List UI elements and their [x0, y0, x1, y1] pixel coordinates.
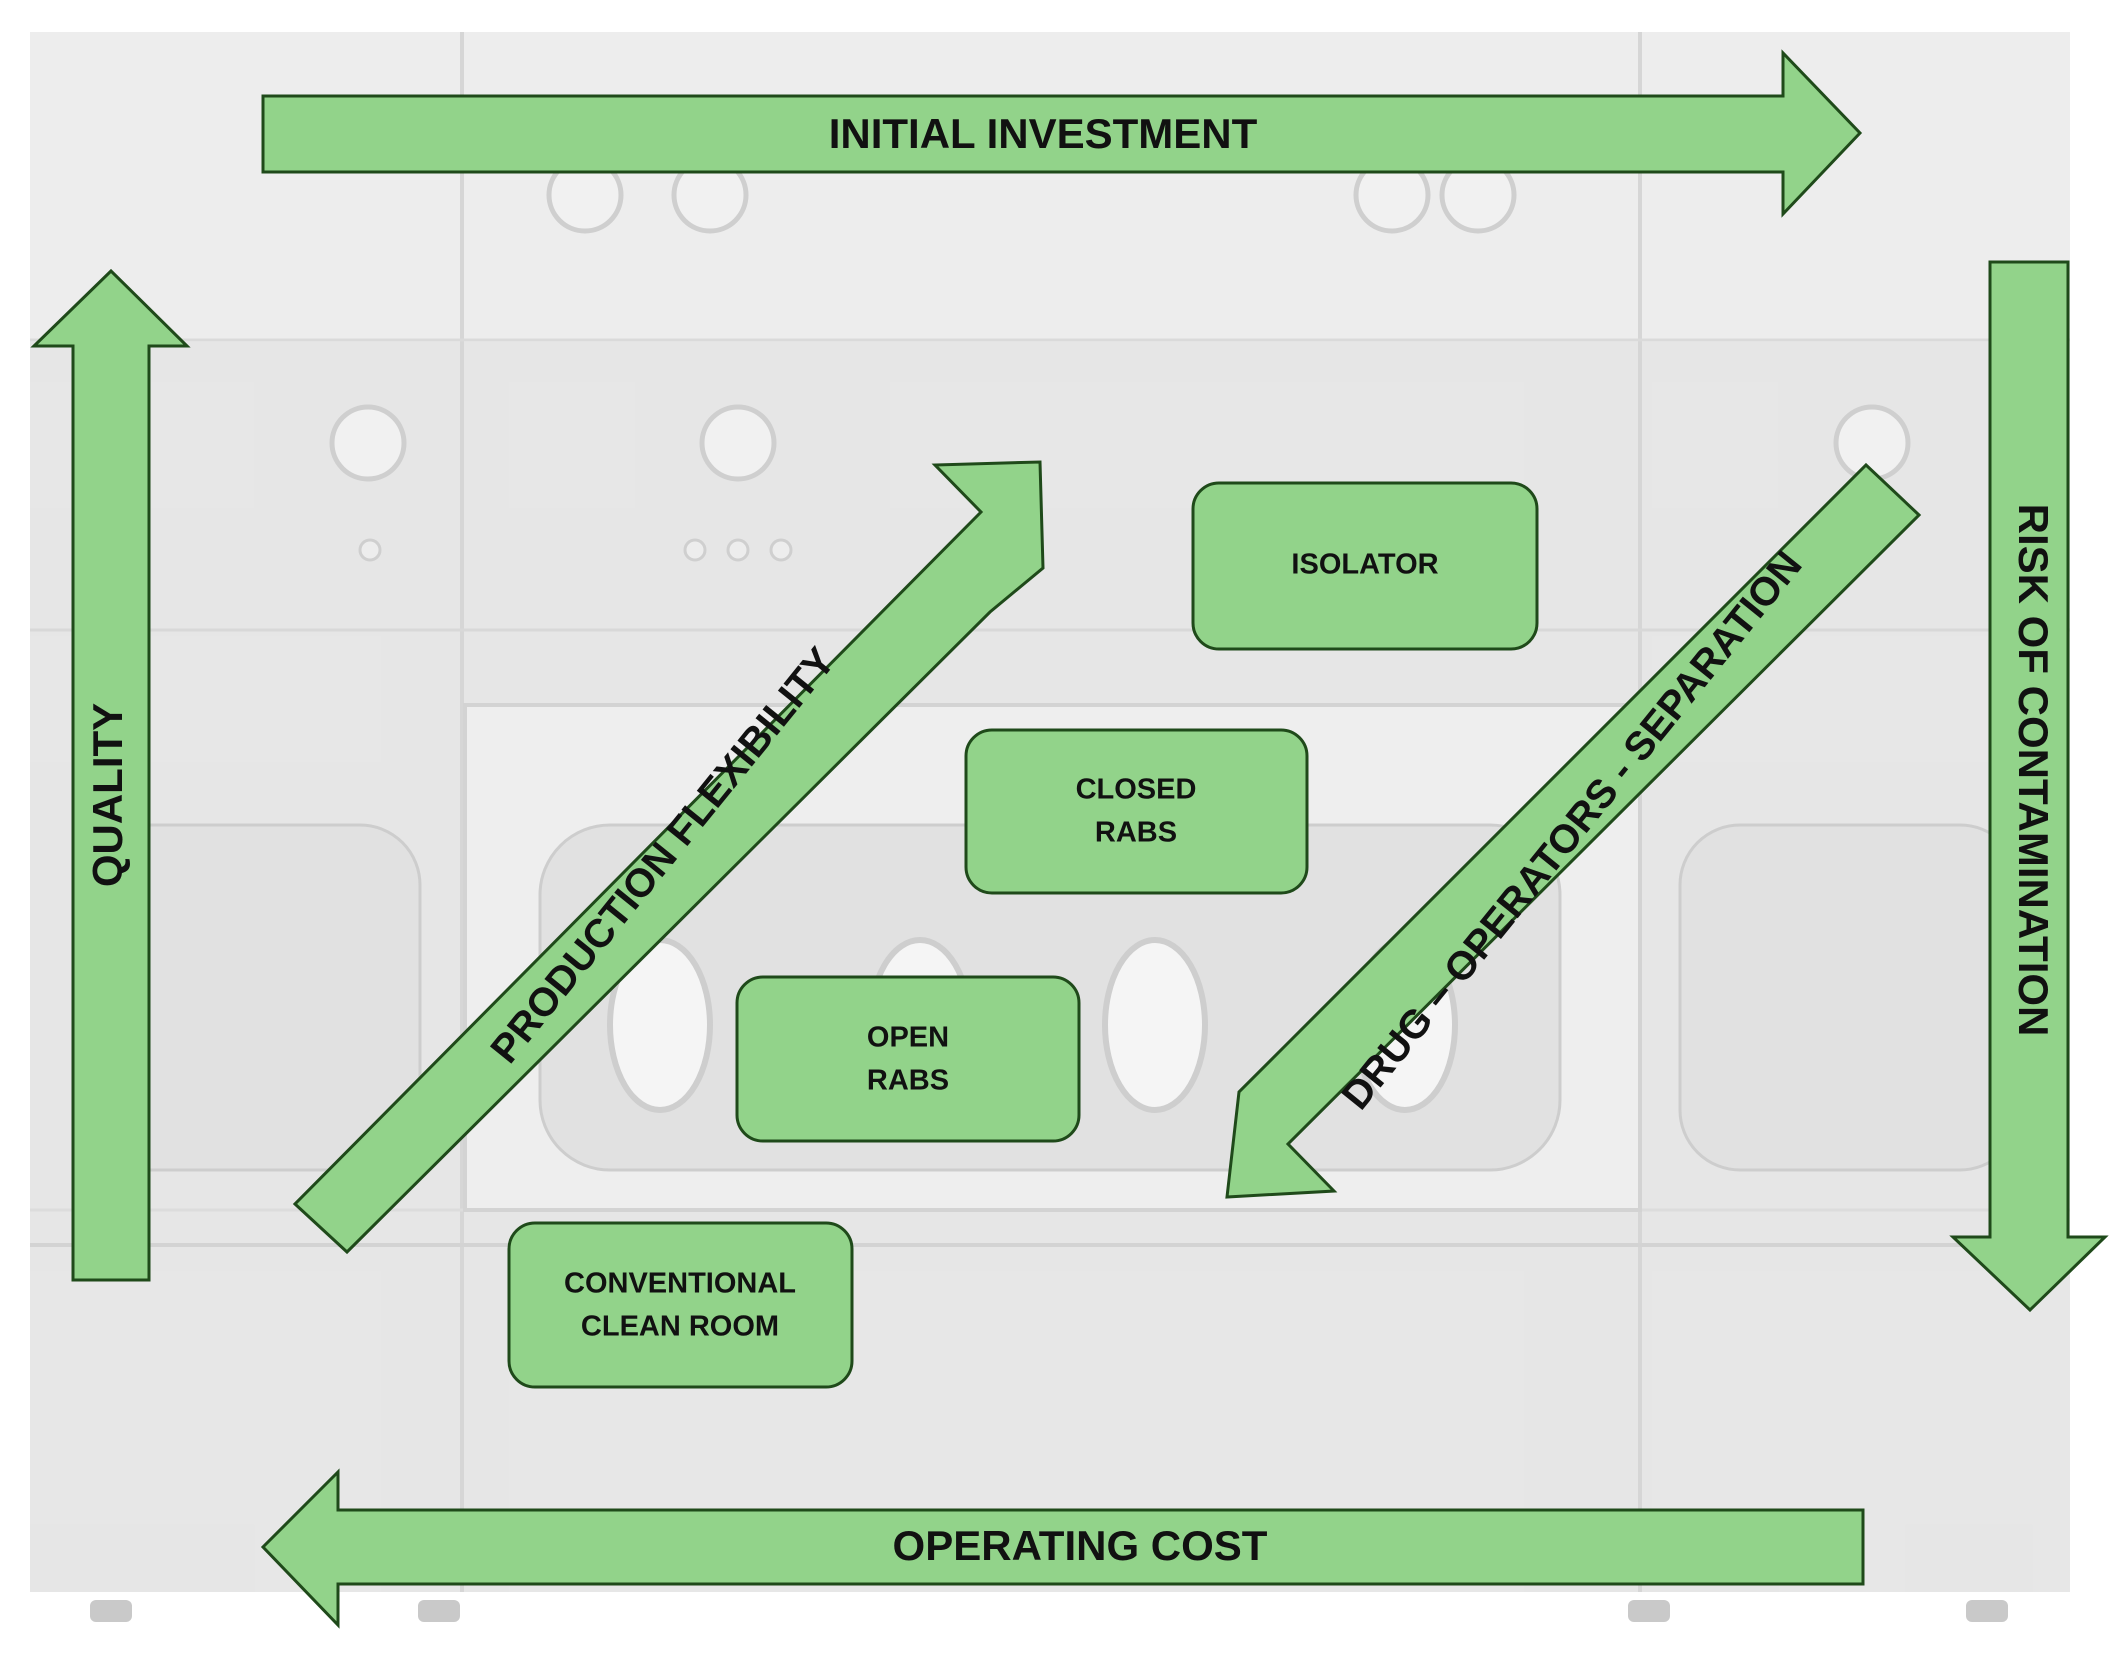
risk-of-contamination-label: RISK OF CONTAMINATION	[2010, 504, 2057, 1037]
isolator-box: ISOLATOR	[1191, 481, 1539, 651]
closed-rabs-label-line1: CLOSED	[1076, 774, 1197, 806]
risk-of-contamination-arrow	[1949, 260, 2109, 1313]
closed-rabs-label-line2: RABS	[1095, 817, 1177, 849]
isolator-label: ISOLATOR	[1291, 549, 1438, 581]
arrows-layer	[30, 49, 2109, 1629]
open-rabs-label-line2: RABS	[867, 1065, 949, 1097]
quality-arrow	[30, 268, 191, 1282]
operating-cost-label: OPERATING COST	[893, 1522, 1268, 1569]
conventional-clean-room-box: CONVENTIONAL CLEAN ROOM	[507, 1221, 854, 1389]
open-rabs-box: OPEN RABS	[735, 975, 1081, 1143]
initial-investment-label: INITIAL INVESTMENT	[829, 110, 1258, 157]
closed-rabs-box: CLOSED RABS	[964, 728, 1309, 895]
drug-operators-separation-arrow	[1225, 462, 1922, 1199]
open-rabs-label-line1: OPEN	[867, 1022, 949, 1054]
operating-cost-arrow	[260, 1468, 1865, 1629]
quality-label: QUALITY	[84, 703, 131, 887]
production-flexibility-arrow	[292, 460, 1045, 1255]
conventional-clean-room-label-line1: CONVENTIONAL	[564, 1268, 796, 1300]
conventional-clean-room-label-line2: CLEAN ROOM	[581, 1311, 779, 1343]
initial-investment-arrow	[261, 49, 1863, 218]
